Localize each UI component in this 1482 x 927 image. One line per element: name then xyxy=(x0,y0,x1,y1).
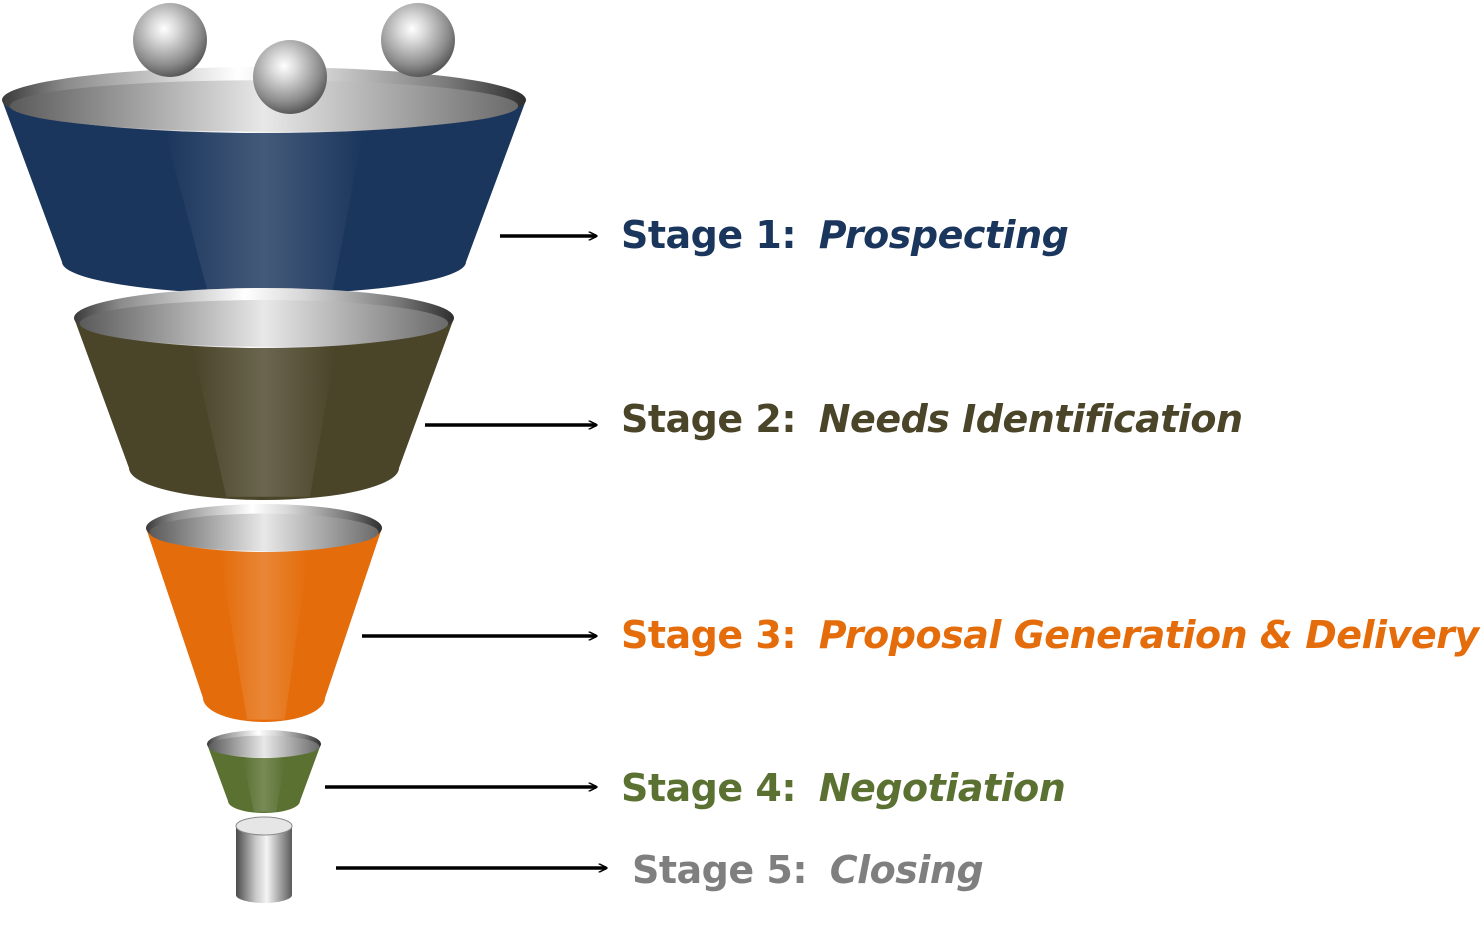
funnel-opening-1 xyxy=(9,80,519,132)
stage-1-prefix: Stage 1: xyxy=(621,213,796,257)
stage-3-prefix: Stage 3: xyxy=(621,613,796,657)
funnel-section-2 xyxy=(74,288,454,500)
funnel-graphic xyxy=(2,3,526,903)
stage-3-name: Proposal Generation & Delivery xyxy=(819,613,1482,657)
stage-label-3: Stage 3: Proposal Generation & Delivery xyxy=(621,613,1481,657)
funnel-shine-4 xyxy=(242,756,286,812)
funnel-opening-3 xyxy=(149,513,379,552)
funnel-section-3 xyxy=(146,504,382,722)
cylinder-top xyxy=(235,816,293,836)
stage-label-1: Stage 1: Prospecting xyxy=(621,213,1068,257)
stage-label-4: Stage 4: Negotiation xyxy=(621,766,1065,810)
stage-label-2: Stage 2: Needs Identification xyxy=(621,397,1243,441)
stage-5-name: Closing xyxy=(830,848,983,892)
cylinder-body xyxy=(236,826,292,903)
stage-4-name: Negotiation xyxy=(819,766,1066,810)
sphere-1 xyxy=(133,3,207,77)
sphere-3 xyxy=(253,40,327,114)
stage-5-prefix: Stage 5: xyxy=(632,848,807,892)
sphere-2 xyxy=(381,3,455,77)
funnel-shine-3 xyxy=(219,549,309,720)
stage-label-group: Stage 1: Prospecting Stage 2: Needs Iden… xyxy=(621,213,1482,892)
stage-1-name: Prospecting xyxy=(819,213,1069,257)
funnel-shine-1 xyxy=(164,129,364,291)
stage-2-name: Needs Identification xyxy=(819,397,1243,441)
arrow-group xyxy=(325,236,606,868)
funnel-section-4 xyxy=(207,730,321,813)
funnel-section-5 xyxy=(235,816,293,903)
stage-label-5: Stage 5: Closing xyxy=(632,848,983,892)
funnel-shine-2 xyxy=(191,345,337,497)
funnel-opening-4 xyxy=(208,735,320,758)
stage-4-prefix: Stage 4: xyxy=(621,766,796,810)
stage-2-prefix: Stage 2: xyxy=(621,397,796,441)
funnel-opening-2 xyxy=(79,300,449,347)
funnel-section-1 xyxy=(2,67,526,294)
